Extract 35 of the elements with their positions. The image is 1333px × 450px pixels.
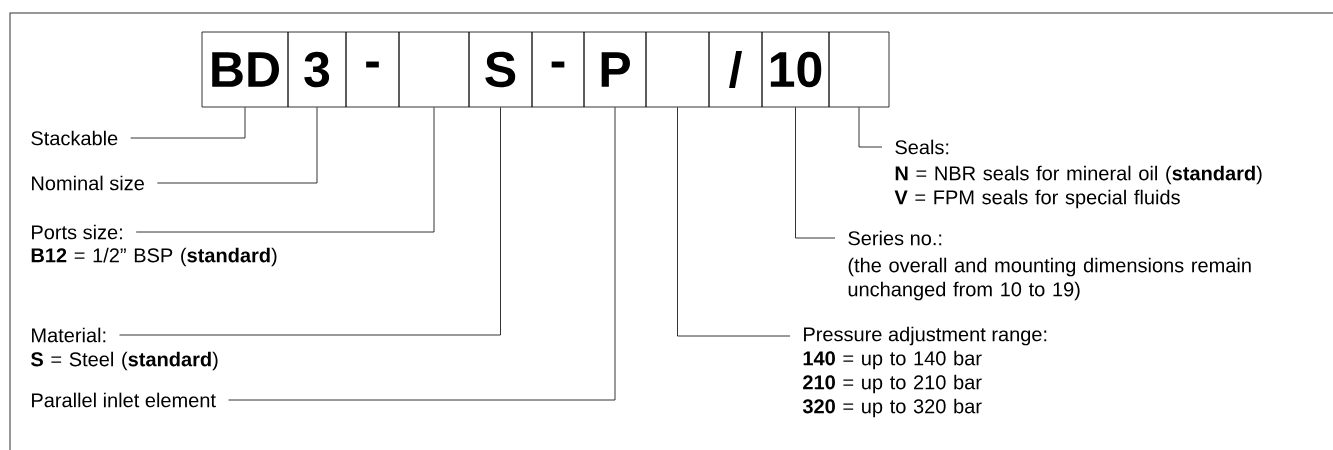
option-text: 210 = up to 210 bar — [803, 374, 982, 394]
empty-code-cell — [398, 31, 470, 108]
leader-line — [135, 107, 435, 233]
callout-label: Pressure adjustment range: — [804, 326, 1047, 346]
empty-code-cell — [828, 31, 890, 108]
callout-label: Nominal size — [32, 175, 144, 191]
option-text: B12 = 1/2” BSP (standard) — [31, 247, 277, 267]
code-cell: / — [708, 31, 763, 108]
code-cell: - — [531, 31, 585, 108]
code-cell: - — [345, 31, 400, 108]
option-text: 140 = up to 140 bar — [803, 350, 982, 370]
leader-line — [677, 107, 791, 337]
option-text: (the overall and mounting dimensions remain unchanged from 10 to 19) — [848, 257, 1251, 301]
code-cell: S — [468, 31, 533, 108]
leader-line — [228, 107, 616, 401]
callout-label: Series no.: — [848, 230, 942, 246]
code-cell: 3 — [287, 31, 347, 108]
leader-line — [119, 107, 501, 336]
option-text: 320 = up to 320 bar — [802, 398, 982, 418]
option-text: S = Steel (standard) — [31, 351, 218, 371]
callout-label: Stackable — [31, 130, 118, 146]
leader-line — [795, 107, 836, 239]
callout-label: Seals: — [895, 139, 949, 155]
leader-line — [130, 107, 246, 139]
callout-label: Parallel inlet element — [32, 392, 216, 408]
code-cell: BD — [201, 31, 289, 108]
callout-label: Material: — [32, 327, 106, 343]
leader-line — [156, 107, 318, 184]
option-text: N = NBR seals for mineral oil (standard) — [895, 165, 1262, 185]
empty-code-cell — [645, 31, 710, 108]
code-cell: P — [583, 31, 647, 108]
leader-line — [858, 107, 883, 148]
code-cell: 10 — [761, 31, 830, 108]
option-text: V = FPM seals for special fluids — [894, 189, 1180, 209]
callout-label: Ports size: — [32, 224, 122, 240]
